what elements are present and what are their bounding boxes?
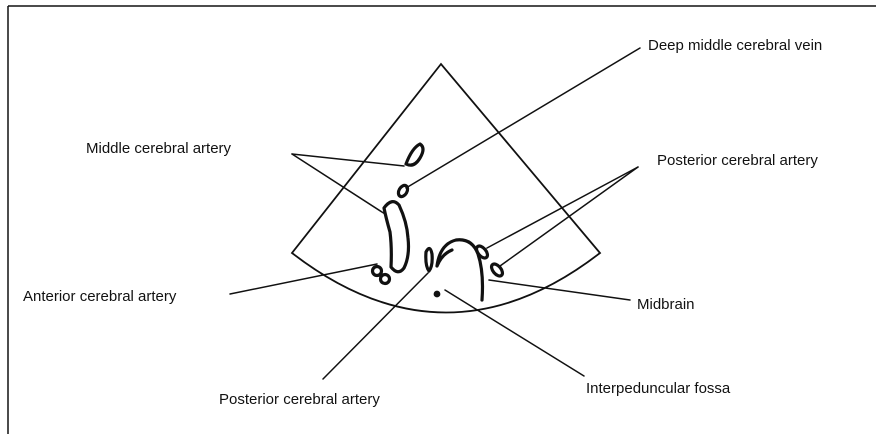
label-anterior-cerebral-artery: Anterior cerebral artery <box>23 288 176 306</box>
leader-line-posterior-cerebral-artery-right-1 <box>487 167 638 248</box>
label-deep-middle-cerebral-vein: Deep middle cerebral vein <box>648 37 822 55</box>
leader-line-posterior-cerebral-artery-bottom <box>323 273 428 379</box>
middle-cerebral-artery-main-segment <box>384 202 409 272</box>
deep-middle-cerebral-vein-shape <box>397 184 410 198</box>
posterior-cerebral-artery-left-shape <box>426 248 432 271</box>
label-midbrain: Midbrain <box>637 296 695 314</box>
leader-line-deep-middle-cerebral-vein <box>406 48 640 188</box>
leader-line-interpeduncular-fossa <box>445 290 584 376</box>
label-middle-cerebral-artery: Middle cerebral artery <box>86 140 231 158</box>
leader-line-posterior-cerebral-artery-right-2 <box>500 167 638 266</box>
leader-line-midbrain <box>489 280 630 300</box>
leader-line-anterior-cerebral-artery <box>230 264 377 294</box>
label-interpeduncular-fossa: Interpeduncular fossa <box>586 380 730 398</box>
middle-cerebral-artery-upper-segment <box>406 144 423 165</box>
figure-border <box>8 6 876 434</box>
midbrain-speck <box>435 292 439 296</box>
ultrasound-sector-outline <box>292 64 600 313</box>
posterior-cerebral-artery-right-oval-1 <box>474 244 489 260</box>
anterior-cerebral-artery-circle-2 <box>381 275 390 284</box>
label-posterior-cerebral-artery-right: Posterior cerebral artery <box>657 152 818 170</box>
anterior-cerebral-artery-circle-1 <box>373 267 382 276</box>
label-posterior-cerebral-artery-bottom: Posterior cerebral artery <box>219 391 380 409</box>
